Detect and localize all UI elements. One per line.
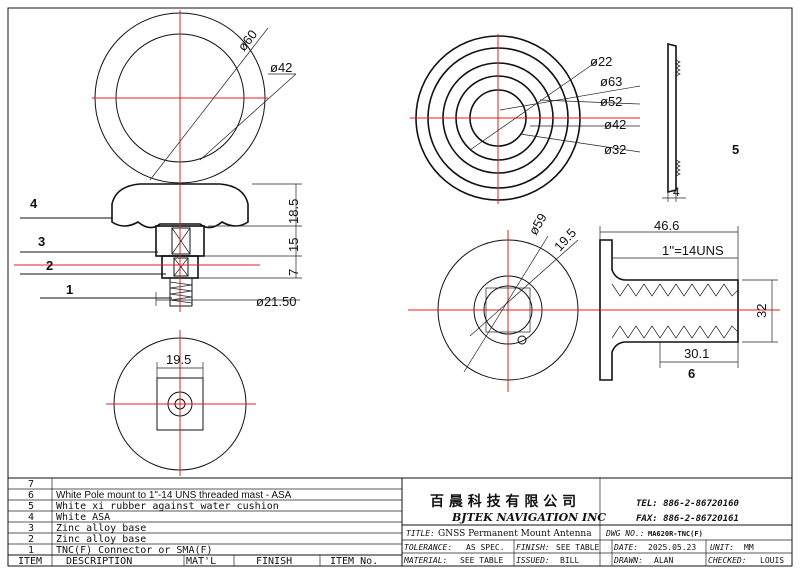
dwg-value: MA620R-TNC(F) [648, 530, 703, 538]
callout-5: 5 [732, 142, 739, 157]
drawn-label: DRAWN: [613, 556, 643, 565]
parts-row-4-item: 4 [28, 512, 34, 523]
dim-washer-1: ø22 [590, 54, 612, 69]
issued-value: BILL [560, 556, 579, 565]
dwg-label: DWG NO.: [605, 529, 645, 538]
unit-value: MM [744, 543, 754, 552]
company-name-cn: 百 晨 科 技 有 限 公 司 [430, 493, 576, 510]
callout-4: 4 [30, 196, 38, 211]
callout-3: 3 [38, 234, 45, 249]
date-label: DATE: [613, 543, 638, 552]
base-front-view: ø59 19.5 [408, 211, 600, 392]
callout-2: 2 [46, 258, 53, 273]
parts-row-1-desc: TNC(F) Connector or SMA(F) [56, 545, 213, 556]
dim-side-mid: 15 [286, 238, 301, 252]
parts-list: 7 6 White Pole mount to 1"-14 UNS thread… [8, 477, 403, 567]
company-name-en: BJTEK NAVIGATION INC [451, 511, 606, 524]
dim-top-outer: ø60 [235, 27, 261, 54]
dim-mast-thread: 1''=14UNS [662, 243, 724, 258]
dim-washer-5: ø32 [604, 142, 626, 157]
parts-header-finish: FINISH [256, 556, 292, 567]
side-view: 4 3 2 1 18.5 15 7 ø21.50 [14, 178, 302, 312]
dim-side-base: ø21.50 [256, 294, 296, 309]
issued-label: ISSUED: [516, 556, 550, 565]
parts-row-6-item: 6 [28, 490, 34, 501]
drawing-border [7, 7, 793, 567]
dim-washer-3: ø52 [600, 94, 622, 109]
checked-label: CHECKED: [708, 556, 747, 565]
tel: TEL: 886-2-86720160 [636, 499, 740, 509]
dim-side-low: 7 [286, 269, 301, 276]
dim-washer-thickness: 4 [673, 185, 680, 199]
parts-row-1-item: 1 [28, 545, 34, 556]
parts-row-2-item: 2 [28, 534, 34, 545]
dim-mast-length: 46.6 [654, 218, 679, 233]
checked-value: LOUIS [760, 556, 784, 565]
material-label: MATERIAL: [403, 556, 447, 565]
bottom-view: 19.5 [106, 330, 256, 476]
dim-mast-thread-len: 30.1 [684, 346, 709, 361]
title-block: 百 晨 科 技 有 限 公 司 BJTEK NAVIGATION INC TEL… [402, 477, 792, 566]
finish-value: SEE TABLE [556, 543, 600, 552]
tolerance-label: TOLERANCE: [404, 543, 452, 552]
callout-1: 1 [66, 282, 73, 297]
dim-base-outer: ø59 [526, 211, 550, 238]
parts-row-2-desc: Zinc alloy base [56, 534, 146, 545]
dim-side-top: 18.5 [286, 199, 301, 224]
tolerance-value: AS SPEC. [466, 543, 505, 552]
parts-header-description: DESCRIPTION [66, 556, 132, 567]
parts-row-5-desc: White xi rubber against water cushion [56, 501, 279, 512]
date-value: 2025.05.23 [648, 543, 696, 552]
parts-row-6-desc: White Pole mount to 1"-14 UNS threaded m… [56, 490, 292, 501]
dim-washer-2: ø63 [600, 74, 622, 89]
top-view: ø60 ø42 [92, 10, 297, 186]
fax: FAX: 886-2-86720161 [636, 514, 739, 524]
parts-header-matl: MAT'L [186, 556, 216, 567]
parts-header-item: ITEM [18, 556, 42, 567]
title-label: TITLE: [406, 529, 435, 538]
drawn-value: ALAN [654, 556, 673, 565]
rubber-washer-view: ø22 ø63 ø52 ø42 ø32 [410, 34, 641, 204]
material-value: SEE TABLE [460, 556, 504, 565]
parts-row-7-item: 7 [28, 479, 34, 490]
dim-mast-diameter: 32 [754, 304, 769, 318]
parts-row-3-item: 3 [28, 523, 34, 534]
parts-row-4-desc: White ASA [56, 512, 110, 523]
dim-base-inner: 19.5 [551, 225, 579, 254]
dim-bottom-width: 19.5 [166, 352, 191, 367]
parts-header-item-no: ITEM No. [330, 556, 378, 567]
finish-label: FINISH: [516, 543, 550, 552]
mast-side-view: 46.6 1''=14UNS 32 30.1 6 [599, 218, 780, 381]
washer-profile-view: 4 5 [662, 42, 739, 202]
dim-top-inner: ø42 [270, 60, 292, 75]
title-value: GNSS Permanent Mount Antenna [438, 529, 592, 539]
callout-6: 6 [688, 366, 695, 381]
dim-washer-4: ø42 [604, 117, 626, 132]
parts-row-3-desc: Zinc alloy base [56, 523, 146, 534]
parts-row-5-item: 5 [28, 501, 34, 512]
unit-label: UNIT: [710, 543, 734, 552]
